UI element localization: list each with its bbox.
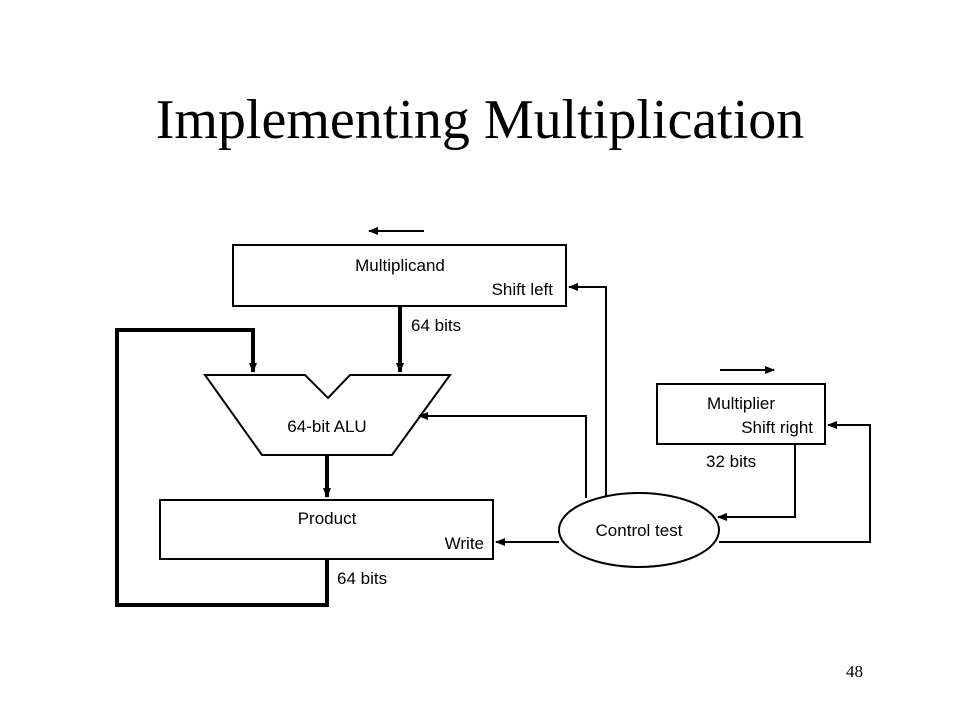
- multiplier-register: Multiplier Shift right: [656, 383, 826, 445]
- multiplicand-bus-width-label: 64 bits: [411, 316, 461, 335]
- alu: 64-bit ALU: [203, 374, 452, 456]
- control-to-multiplier-line: [719, 421, 871, 543]
- multiplier-shift-label: Shift right: [741, 418, 813, 437]
- product-register: Product Write: [159, 499, 494, 560]
- multiplier-bus-width-label: 32 bits: [706, 452, 756, 471]
- multiplicand-label: Multiplicand: [355, 256, 445, 275]
- product-feedback-bus: [115, 328, 329, 607]
- multiplier-label: Multiplier: [707, 394, 775, 413]
- multiplier-to-control-line: [717, 444, 796, 521]
- page-number: 48: [846, 662, 863, 681]
- control-to-alu-line: [418, 412, 587, 498]
- slide-title: Implementing Multiplication: [155, 89, 805, 151]
- multiplicand-register: Multiplicand Shift left: [232, 244, 567, 307]
- alu-label: 64-bit ALU: [287, 417, 366, 436]
- multiplicand-shift-label: Shift left: [492, 280, 554, 299]
- control-test-label: Control test: [596, 521, 683, 540]
- product-label: Product: [298, 509, 357, 528]
- control-test: Control test: [558, 492, 720, 568]
- product-write-label: Write: [445, 534, 484, 553]
- product-bus-width-label: 64 bits: [337, 569, 387, 588]
- control-to-multiplicand-line: [568, 283, 607, 496]
